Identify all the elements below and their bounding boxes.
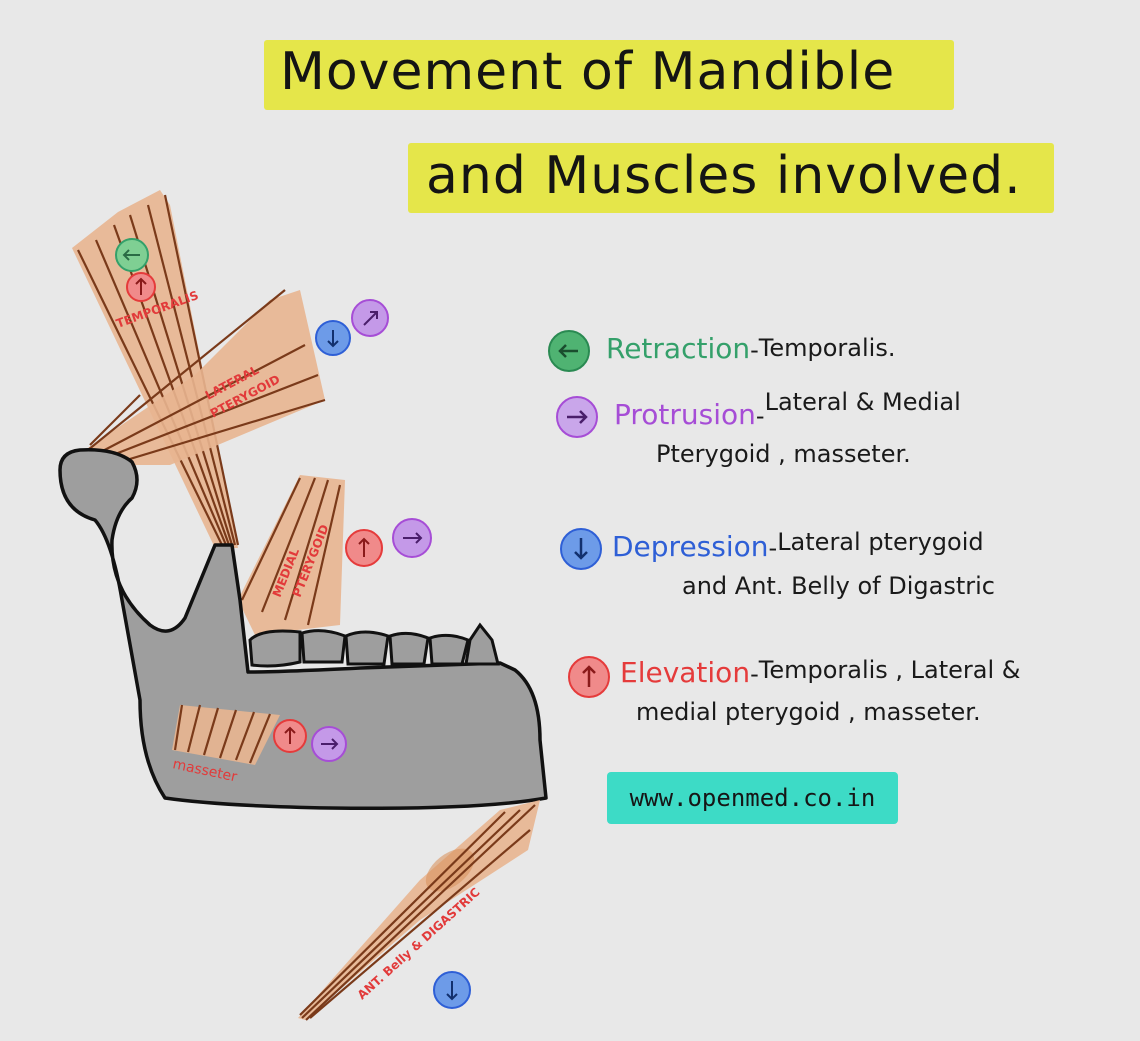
legend-term-retraction: Retraction xyxy=(606,332,751,365)
up-arrow-icon xyxy=(273,719,307,753)
legend-depression: Depression - Lateral pterygoid xyxy=(558,526,984,572)
temporalis-muscle xyxy=(72,190,240,548)
masseter-muscle xyxy=(172,704,280,765)
left-arrow-icon xyxy=(115,238,149,272)
title-highlight-1 xyxy=(264,40,954,110)
legend-desc-retraction: Temporalis. xyxy=(758,334,896,362)
left-arrow-icon xyxy=(548,330,590,372)
legend-term-depression: Depression xyxy=(612,530,769,563)
legend-elevation: Elevation - Temporalis , Lateral & xyxy=(566,654,1021,700)
medial-pterygoid-muscle xyxy=(238,475,345,635)
page-title-line2: and Muscles involved. xyxy=(426,146,1022,206)
legend-desc-elevation: Temporalis , Lateral & xyxy=(758,656,1021,684)
right-arrow-icon xyxy=(556,396,598,438)
legend-sep: - xyxy=(750,336,759,364)
legend-retraction: Retraction - Temporalis. xyxy=(546,328,895,374)
legend-term-elevation: Elevation xyxy=(620,656,751,689)
legend-protrusion: Protrusion - Lateral & Medial xyxy=(554,388,961,440)
legend-desc-elevation-cont: medial pterygoid , masseter. xyxy=(636,698,981,726)
title-highlight-2 xyxy=(408,143,1054,213)
up-arrow-icon xyxy=(345,529,383,567)
up-arrow-icon xyxy=(126,272,156,302)
right-arrow-icon xyxy=(392,518,432,558)
right-arrow-icon xyxy=(311,726,347,762)
website-link[interactable]: www.openmed.co.in xyxy=(607,772,898,824)
right-arrow-icon xyxy=(351,299,389,337)
legend-desc-protrusion-cont: Pterygoid , masseter. xyxy=(656,440,911,468)
legend-sep: - xyxy=(768,534,778,562)
lateral-pterygoid-muscle xyxy=(85,289,326,467)
down-arrow-icon xyxy=(560,528,602,570)
legend-term-protrusion: Protrusion xyxy=(614,398,756,431)
digastric-muscle xyxy=(298,800,540,1021)
legend-sep: - xyxy=(755,402,765,430)
up-arrow-icon xyxy=(568,656,610,698)
down-arrow-icon xyxy=(433,971,471,1009)
legend-desc-depression: Lateral pterygoid xyxy=(777,528,984,556)
legend-desc-protrusion: Lateral & Medial xyxy=(764,388,961,416)
down-arrow-icon xyxy=(315,320,351,356)
legend-desc-depression-cont: and Ant. Belly of Digastric xyxy=(682,572,995,600)
page-title-line1: Movement of Mandible xyxy=(280,42,896,102)
legend-sep: - xyxy=(750,660,759,688)
